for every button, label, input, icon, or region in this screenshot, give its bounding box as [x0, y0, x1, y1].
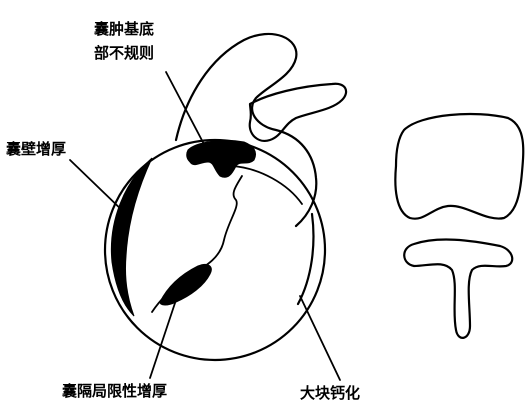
label-septal-thickening: 囊隔局限性增厚 — [62, 382, 168, 400]
label-large-calcification: 大块钙化 — [300, 384, 361, 402]
calcification-arc — [296, 212, 315, 306]
cyst-septum — [151, 175, 243, 313]
irregular-base-region — [186, 139, 257, 178]
label-base-irregular-line1: 囊肿基底 — [94, 20, 155, 38]
inner-lower-curve — [231, 165, 303, 205]
kidney-outline — [174, 32, 318, 228]
wall-thickening-region — [110, 157, 153, 317]
leader-line-calcification — [299, 295, 341, 381]
cyst-circle — [103, 138, 327, 362]
label-base-irregular-line2: 部不规则 — [94, 44, 155, 62]
vertebral-body — [394, 112, 525, 220]
vessel-structure — [248, 82, 348, 142]
label-wall-thickening: 囊壁增厚 — [6, 140, 67, 158]
leader-line-septal — [149, 293, 179, 379]
spinous-process — [403, 238, 514, 339]
leader-line-wall — [69, 159, 127, 215]
leader-line-base — [165, 71, 207, 149]
septal-thickening-region — [159, 263, 212, 306]
